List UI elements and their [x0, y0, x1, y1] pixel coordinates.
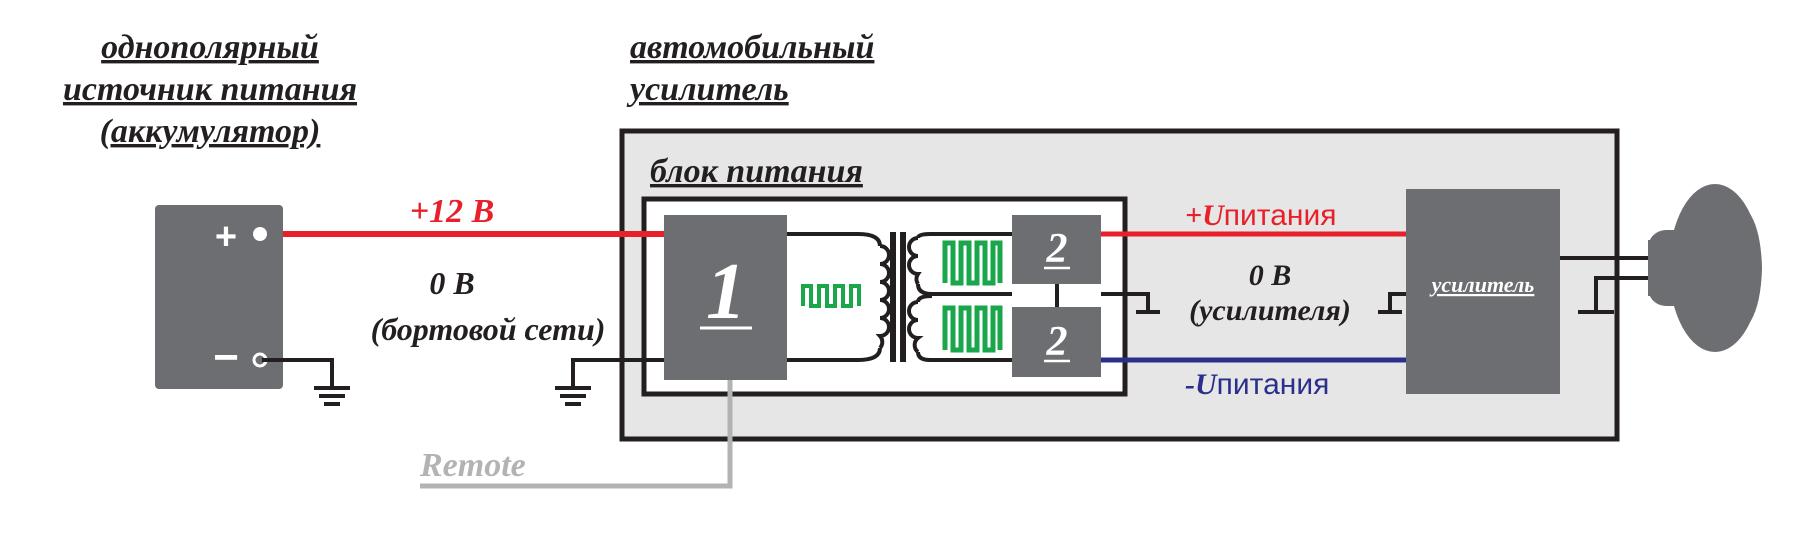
remote-label: Remote	[419, 447, 526, 484]
square-wave-icon	[801, 284, 861, 308]
rectified-pulse-icon-top	[942, 240, 1003, 286]
plus-supply-label: +Uпитания	[1185, 199, 1336, 232]
block-2-bottom	[1012, 307, 1101, 377]
minus-supply-label: -Uпитания	[1185, 368, 1329, 401]
zero-board-line2: (бортовой сети)	[371, 311, 606, 347]
psu-zero-ground-icon	[1101, 292, 1160, 314]
battery-plus-terminal	[253, 227, 267, 241]
battery-minus-sign: −	[213, 333, 239, 382]
source-title-line3: (аккумулятор)	[100, 113, 321, 150]
block-2-bottom-label: 2	[1046, 319, 1068, 365]
speaker-wires	[1560, 256, 1648, 314]
zero-amp-line2: (усилителя)	[1189, 294, 1351, 327]
battery-ground-icon	[262, 358, 350, 406]
amp-zero-ground-icon	[1378, 292, 1406, 314]
remote-wire	[420, 380, 733, 489]
psu-title: блок питания	[650, 153, 863, 190]
secondary-wires	[916, 232, 1059, 362]
amplifier-block	[1406, 189, 1560, 394]
rectified-pulse-icon-bottom	[942, 305, 1003, 353]
block-1-label: 1	[706, 248, 746, 336]
battery-plus-sign: +	[215, 216, 237, 258]
amplifier-label: усилитель	[1429, 272, 1535, 297]
psu-ground-icon	[555, 358, 664, 406]
source-title-line1: однополярный	[101, 29, 319, 66]
speaker-icon	[1648, 184, 1762, 352]
zero-amp-line1: 0 В	[1249, 259, 1292, 292]
primary-wires	[787, 232, 882, 362]
amp-title-line1: автомобильный	[630, 29, 874, 66]
battery: + −	[155, 205, 283, 389]
block-1	[664, 215, 787, 380]
zero-board-line1: 0 В	[429, 265, 474, 301]
block-2-top	[1012, 215, 1101, 284]
plus12-label: +12 В	[410, 193, 495, 230]
source-title-line2: источник питания	[63, 71, 357, 108]
transformer-icon	[875, 232, 924, 362]
block-2-top-label: 2	[1046, 226, 1068, 272]
amp-title-line2: усилитель	[626, 71, 789, 108]
